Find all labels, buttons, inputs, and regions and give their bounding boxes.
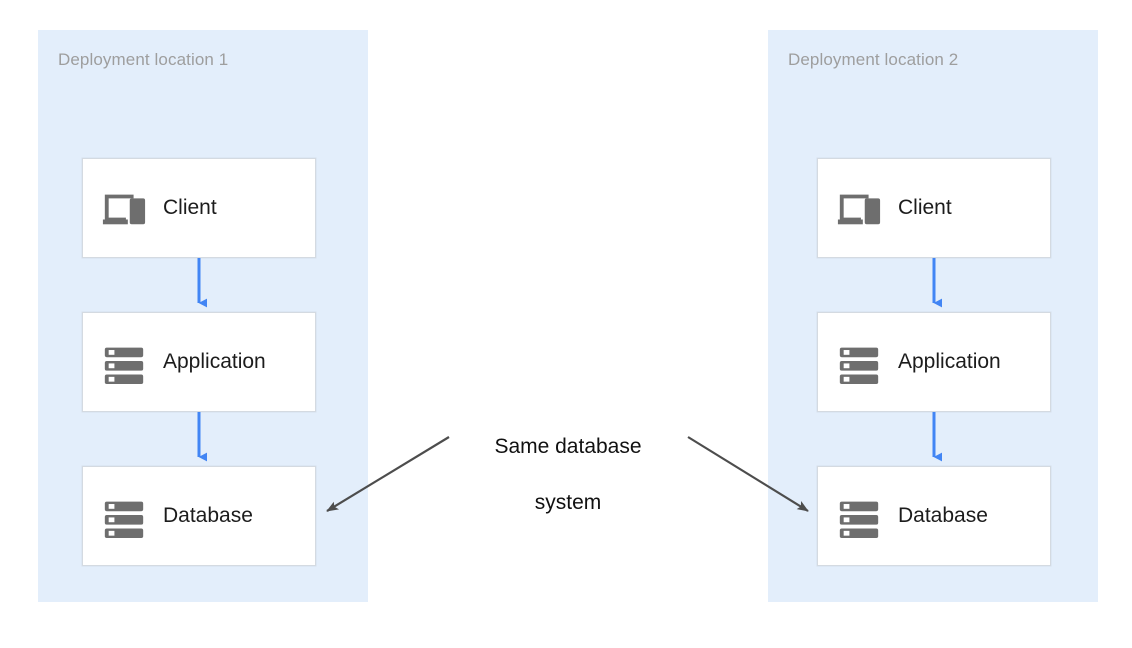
server-icon <box>839 347 879 385</box>
annotation-label: Same database system <box>448 405 688 545</box>
node-application-1[interactable]: Application <box>82 312 316 412</box>
node-database-2-label: Database <box>898 504 988 527</box>
annotation-label-line-2: system <box>534 491 602 514</box>
server-icon <box>104 501 144 539</box>
annotation-label-line-1: Same database <box>494 435 642 458</box>
deployment-zone-1-label: Deployment location 1 <box>58 50 229 69</box>
server-icon <box>104 347 144 385</box>
deployment-zone-2-label: Deployment location 2 <box>788 50 959 69</box>
node-database-1[interactable]: Database <box>82 466 316 566</box>
devices-icon <box>837 194 881 225</box>
node-database-2[interactable]: Database <box>817 466 1051 566</box>
devices-icon <box>102 194 146 225</box>
server-icon <box>839 501 879 539</box>
node-application-1-label: Application <box>163 350 266 373</box>
node-application-2-label: Application <box>898 350 1001 373</box>
node-client-2[interactable]: Client <box>817 158 1051 258</box>
node-client-2-label: Client <box>898 196 952 219</box>
node-application-2[interactable]: Application <box>817 312 1051 412</box>
node-database-1-label: Database <box>163 504 253 527</box>
node-client-1-label: Client <box>163 196 217 219</box>
node-client-1[interactable]: Client <box>82 158 316 258</box>
